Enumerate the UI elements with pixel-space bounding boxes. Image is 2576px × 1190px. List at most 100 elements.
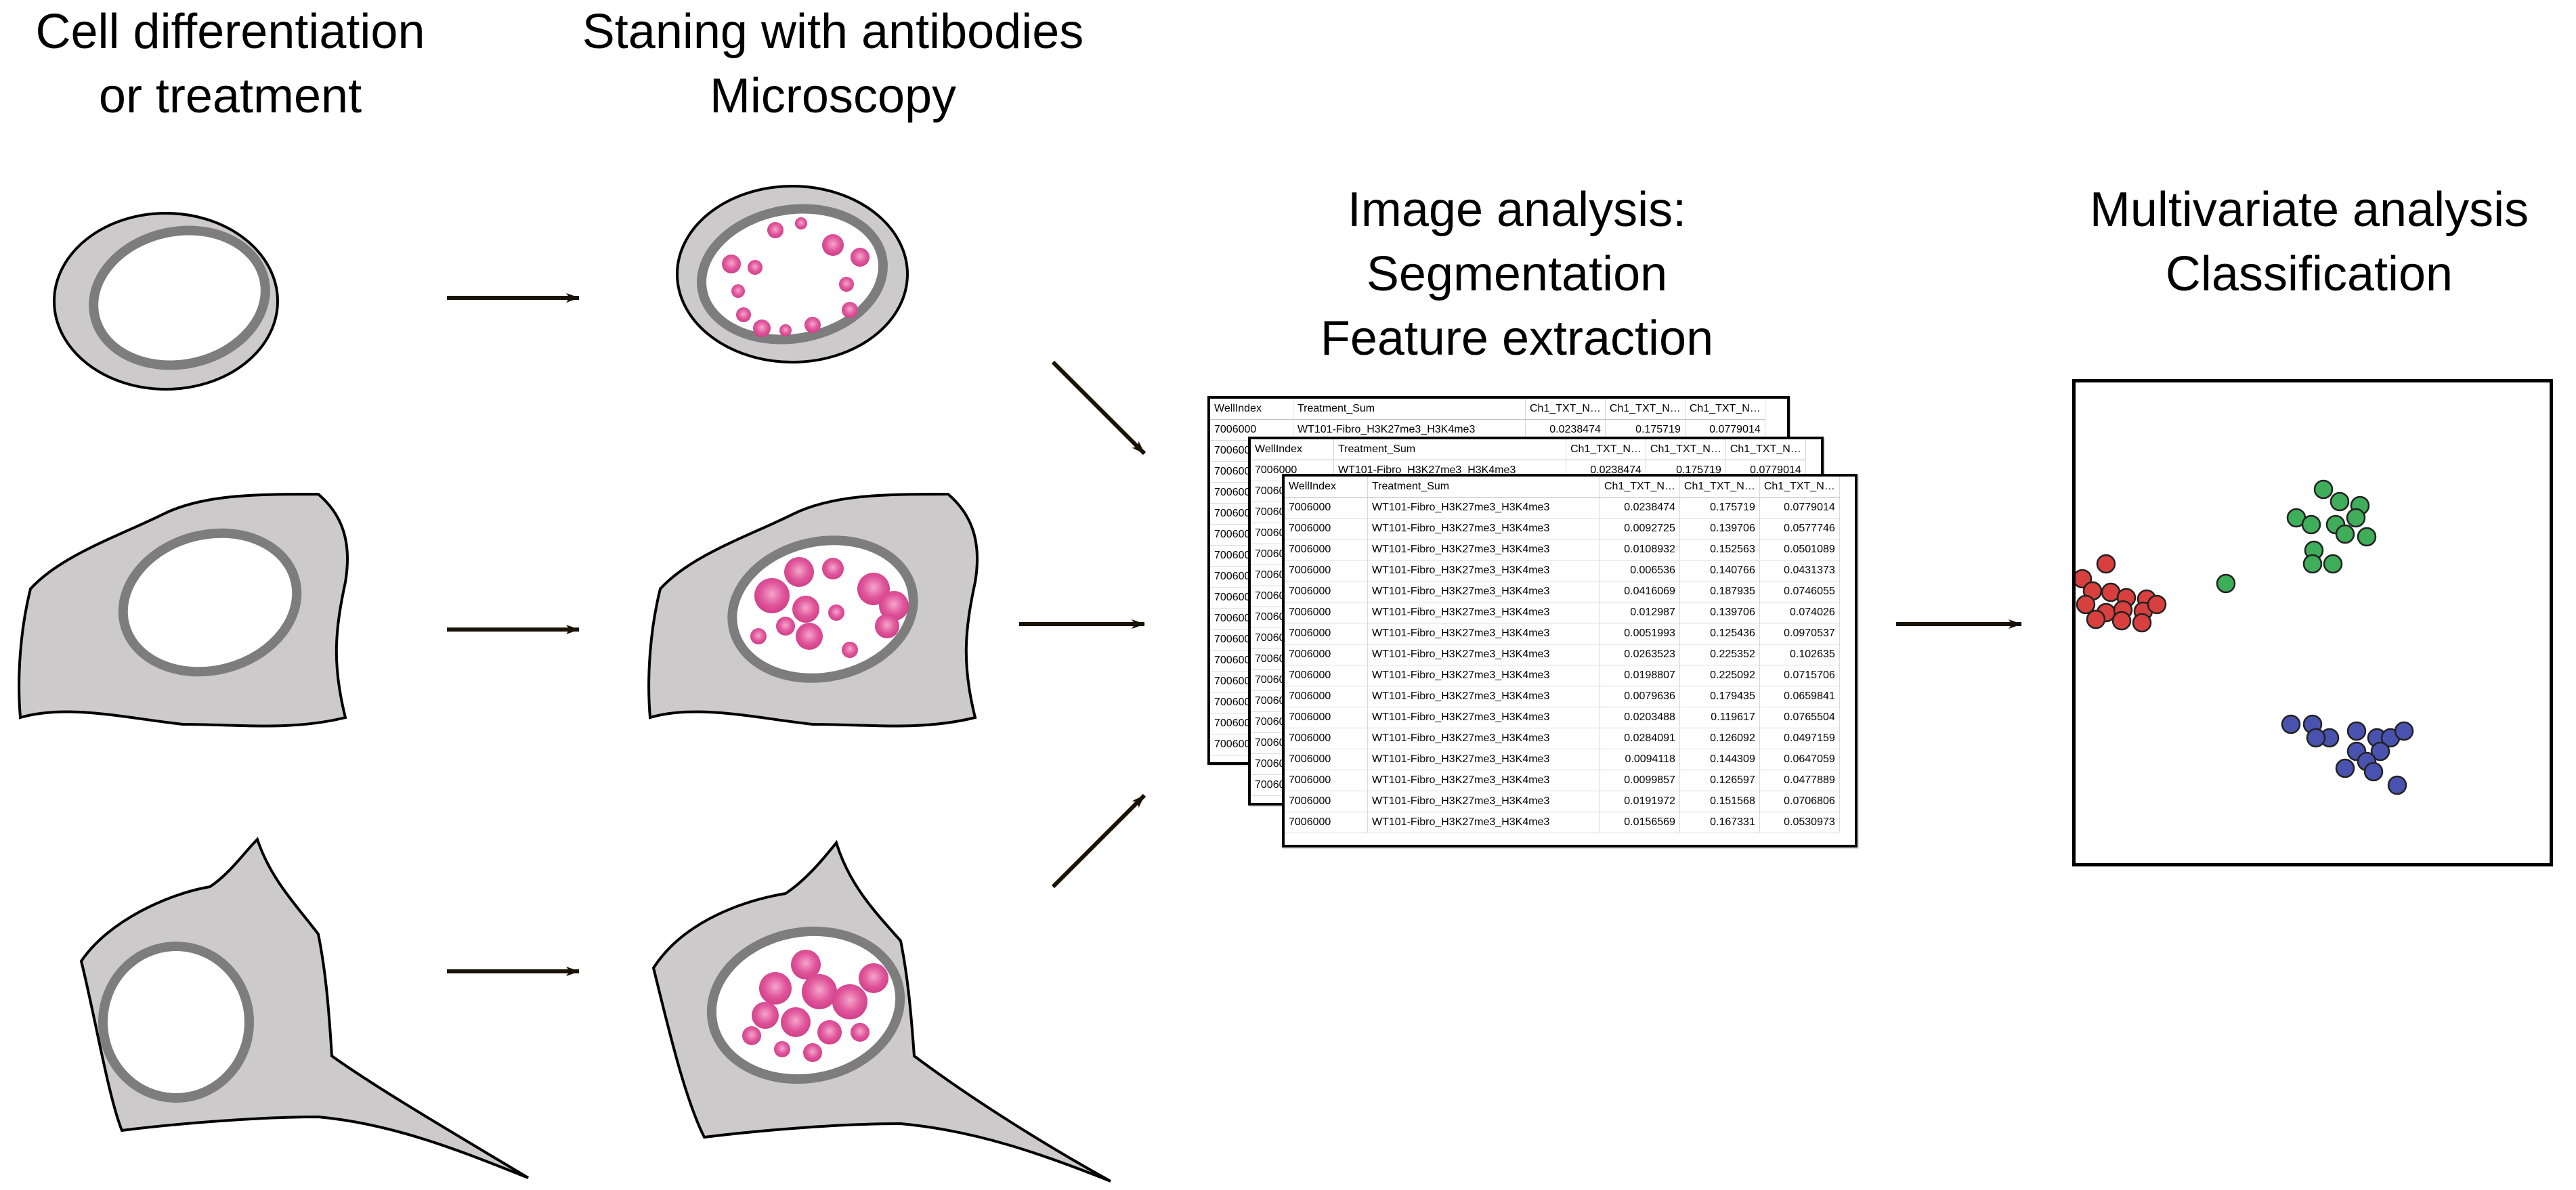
table-cell: 0.139706 <box>1679 518 1760 539</box>
table-cell: 0.0099857 <box>1600 770 1680 791</box>
cluster-point-blue <box>2335 758 2355 778</box>
table-cell: 0.0203488 <box>1600 707 1680 728</box>
classification-plot <box>2072 379 2553 866</box>
table-cell: 7006000 <box>1285 770 1368 791</box>
heading-line: Cell differentiation <box>35 5 425 59</box>
table-cell: 7006000 <box>1285 602 1368 623</box>
heading-line: Feature extraction <box>1320 311 1714 366</box>
table-cell: 7006000 <box>1285 686 1368 707</box>
table-cell: 0.225352 <box>1679 644 1760 665</box>
nucleus <box>118 528 302 677</box>
table-cell: 7006000 <box>1285 581 1368 602</box>
nucleus <box>89 225 270 370</box>
cell-polygonal-unstained <box>18 492 349 728</box>
cluster-point-blue <box>2281 714 2301 734</box>
table-cell: 7006000 <box>1285 497 1368 519</box>
table-cell: 0.0765504 <box>1759 707 1840 728</box>
column-header: Ch1_TXT_N… <box>1600 477 1680 498</box>
table-cell: 0.187935 <box>1679 581 1760 602</box>
table-cell: 0.0094118 <box>1600 749 1680 770</box>
table-cell: 0.0647059 <box>1759 749 1840 770</box>
table-cell: 0.0501089 <box>1759 539 1840 560</box>
table-cell: 0.0577746 <box>1759 518 1840 539</box>
table-cell: 0.175719 <box>1679 497 1760 519</box>
table-cell: 0.125436 <box>1679 623 1760 644</box>
heading-cell-differentiation: Cell differentiation or treatment <box>20 0 440 129</box>
table-cell: 0.0051993 <box>1600 623 1680 644</box>
table-cell: 0.0659841 <box>1759 686 1840 707</box>
table-cell: 0.225092 <box>1679 665 1760 686</box>
cluster-point-blue <box>2346 721 2367 741</box>
table-cell: 7006000 <box>1285 749 1368 770</box>
table-cell: 7006000 <box>1285 791 1368 812</box>
table-cell: WT101-Fibro_H3K27me3_H3K4me3 <box>1367 791 1600 812</box>
table-cell: 0.144309 <box>1679 749 1760 770</box>
table-cell: 7006000 <box>1285 812 1368 833</box>
cluster-point-red <box>2147 594 2167 615</box>
column-header: WellIndex <box>1251 439 1334 460</box>
table-cell: 0.0079636 <box>1600 686 1680 707</box>
flow-arrows <box>447 293 2022 976</box>
table-cell: 0.006536 <box>1600 560 1680 581</box>
column-header: Ch1_TXT_N… <box>1679 477 1760 498</box>
table-cell: WT101-Fibro_H3K27me3_H3K4me3 <box>1367 707 1600 728</box>
column-header: Ch1_TXT_N… <box>1685 399 1765 420</box>
table-cell: 0.0530973 <box>1759 812 1840 833</box>
table-cell: WT101-Fibro_H3K27me3_H3K4me3 <box>1367 602 1600 623</box>
table-cell: 0.0092725 <box>1600 518 1680 539</box>
table-cell: 7006000 <box>1285 518 1368 539</box>
cluster-point-red <box>2111 611 2132 631</box>
table-cell: 0.152563 <box>1679 539 1760 560</box>
table-cell: 7006000 <box>1285 560 1368 581</box>
column-header: Ch1_TXT_N… <box>1525 399 1606 420</box>
table-cell: WT101-Fibro_H3K27me3_H3K4me3 <box>1367 665 1600 686</box>
heading-line: Classification <box>2165 247 2453 301</box>
heading-line: Image analysis: <box>1347 183 1687 237</box>
cluster-scatter <box>2072 479 2414 795</box>
column-header: Treatment_Sum <box>1333 439 1566 460</box>
column-header: Ch1_TXT_N… <box>1725 439 1806 460</box>
column-header: Ch1_TXT_N… <box>1566 439 1646 460</box>
table-cell: 0.0477889 <box>1759 770 1840 791</box>
table-cell: WT101-Fibro_H3K27me3_H3K4me3 <box>1367 812 1600 833</box>
table-cell: WT101-Fibro_H3K27me3_H3K4me3 <box>1367 749 1600 770</box>
table-cell: 7006000 <box>1285 539 1368 560</box>
cluster-point-blue <box>2370 741 2390 762</box>
stain-foci <box>750 557 909 658</box>
cluster-point-red <box>2076 594 2096 615</box>
table-cell: 0.0238474 <box>1600 497 1680 519</box>
table-cell: WT101-Fibro_H3K27me3_H3K4me3 <box>1367 581 1600 602</box>
cell-round-unstained <box>53 212 279 391</box>
cell-round-stained <box>676 185 909 363</box>
table-cell: 0.140766 <box>1679 560 1760 581</box>
heading-line: Staning with antibodies <box>582 5 1084 59</box>
nucleus <box>706 926 905 1084</box>
column-header: Ch1_TXT_N… <box>1605 399 1686 420</box>
table-cell: 0.074026 <box>1759 602 1840 623</box>
cluster-point-red <box>2086 609 2106 630</box>
table-cell: WT101-Fibro_H3K27me3_H3K4me3 <box>1367 497 1600 519</box>
table-cell: 0.0191972 <box>1600 791 1680 812</box>
column-header: Ch1_TXT_N… <box>1759 477 1840 498</box>
cluster-point-green <box>2301 514 2321 535</box>
table-cell: 0.151568 <box>1679 791 1760 812</box>
heading-line: or treatment <box>98 69 362 123</box>
arrow-icon <box>1051 793 1146 889</box>
